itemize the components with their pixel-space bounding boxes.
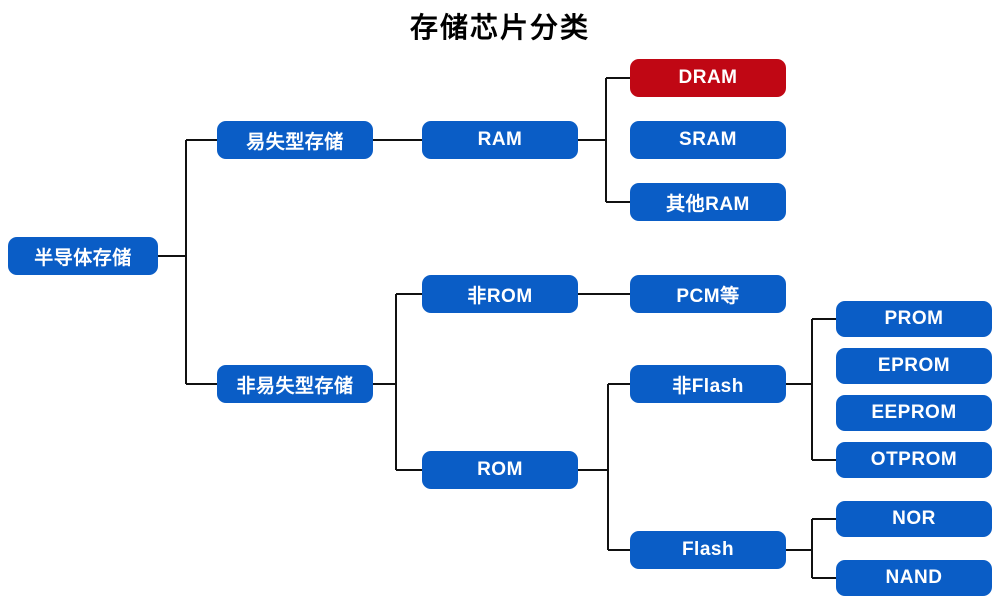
node-dram: DRAM [630, 59, 786, 97]
node-otprom: OTPROM [836, 442, 992, 478]
node-nand: NAND [836, 560, 992, 596]
node-nor: NOR [836, 501, 992, 537]
node-rom: ROM [422, 451, 578, 489]
node-ram: RAM [422, 121, 578, 159]
node-nonvolatile: 非易失型存储 [217, 365, 373, 403]
node-non-flash: 非Flash [630, 365, 786, 403]
node-prom: PROM [836, 301, 992, 337]
node-eeprom: EEPROM [836, 395, 992, 431]
node-flash: Flash [630, 531, 786, 569]
node-eprom: EPROM [836, 348, 992, 384]
node-root: 半导体存储 [8, 237, 158, 275]
node-sram: SRAM [630, 121, 786, 159]
node-non-rom: 非ROM [422, 275, 578, 313]
diagram-title: 存储芯片分类 [409, 13, 590, 44]
node-other-ram: 其他RAM [630, 183, 786, 221]
node-pcm: PCM等 [630, 275, 786, 313]
node-volatile: 易失型存储 [217, 121, 373, 159]
